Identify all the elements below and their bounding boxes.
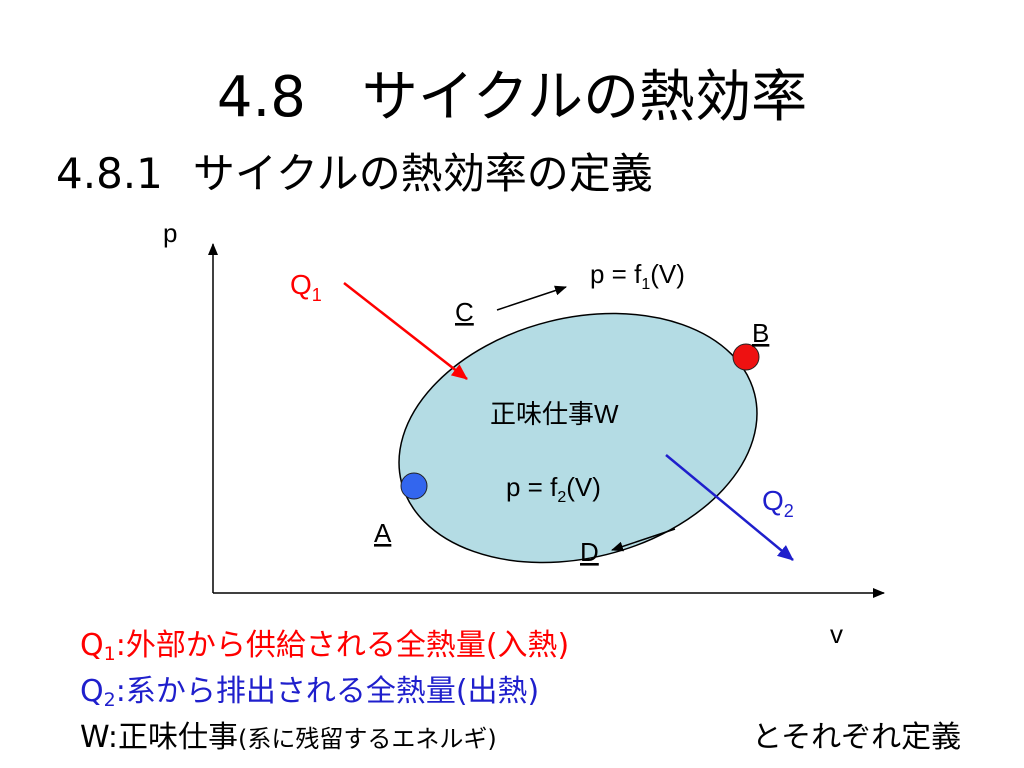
upper-curve-equation: p = f1(V) bbox=[590, 259, 685, 293]
section-number: 4.8.1 bbox=[56, 149, 163, 198]
v-axis-label: v bbox=[830, 619, 843, 649]
q2-label: Q2 bbox=[762, 485, 794, 521]
q1-label: Q1 bbox=[290, 269, 322, 305]
point-b-marker bbox=[732, 343, 760, 371]
legend-q2: Q2:系から排出される全熱量(出熱) bbox=[80, 674, 540, 711]
section-heading: 4.8.1 サイクルの熱効率の定義 bbox=[56, 144, 653, 204]
q2-heat-out-arrow bbox=[665, 454, 794, 561]
section-title: サイクルの熱効率の定義 bbox=[192, 149, 653, 198]
cycle-ellipse bbox=[398, 312, 758, 564]
point-a-label: A bbox=[374, 518, 392, 548]
net-work-label: 正味仕事W bbox=[490, 399, 619, 429]
point-d-label: D bbox=[580, 537, 599, 567]
cycle-direction-arrow-lower bbox=[611, 528, 676, 552]
legend-w: W:正味仕事(系に残留するエネルギ) bbox=[80, 720, 497, 755]
point-b-label: B bbox=[752, 318, 769, 348]
legend-q1: Q1:外部から供給される全熱量(入熱) bbox=[80, 628, 570, 665]
point-c-label: C bbox=[455, 297, 474, 327]
q1-heat-in-arrow bbox=[343, 282, 468, 380]
definition-tail: とそれぞれ定義 bbox=[752, 720, 962, 755]
page-title: 4.8 サイクルの熱効率 bbox=[216, 65, 808, 130]
p-axis-label: p bbox=[163, 218, 177, 248]
cycle-direction-arrow-upper bbox=[496, 285, 567, 311]
point-a-marker bbox=[400, 472, 428, 500]
lower-curve-equation: p = f2(V) bbox=[506, 472, 601, 506]
